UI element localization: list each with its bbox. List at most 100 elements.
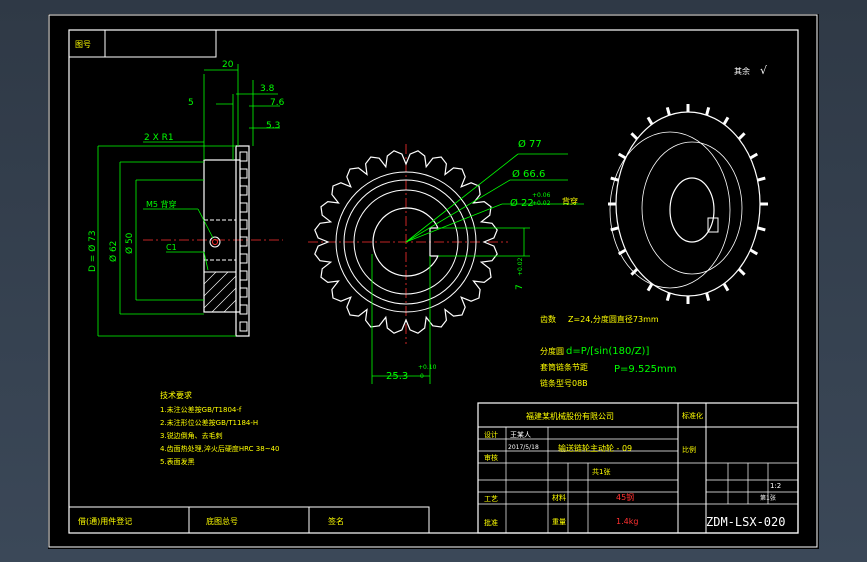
dim-key-width: 7	[515, 284, 525, 290]
top-left-code-box: 图号	[68, 29, 217, 58]
dim-d22-tol-low: +0.02	[532, 200, 551, 207]
material-value: 45钢	[616, 492, 634, 502]
sheet-value: 第1张	[760, 494, 776, 502]
dim-7-6: 7.6	[270, 98, 285, 108]
iso-tooth	[722, 116, 730, 126]
front-view: Ø 77 Ø 66.6 Ø 22 +0.06 +0.02 背穿 7 +0.02 …	[308, 138, 584, 384]
drawing-number: ZDM-LSX-020	[706, 515, 785, 529]
dim-d22: Ø 22	[510, 197, 534, 209]
company-name: 福建某机械股份有限公司	[526, 411, 614, 421]
chain-label: 链条型号08B	[540, 378, 588, 388]
iso-tooth	[757, 226, 766, 232]
dim-d22-note: 背穿	[562, 196, 578, 206]
dim-d66-6: Ø 66.6	[512, 168, 545, 180]
side-tooth	[239, 321, 248, 332]
teeth-text: Z=24,分度圆直径73mm	[568, 314, 659, 324]
side-tooth	[239, 253, 248, 264]
side-tooth	[239, 151, 248, 162]
pitch-formula: d=P/[sin(180/Z)]	[566, 346, 649, 357]
outer-frame	[48, 14, 818, 548]
part-name: 输送链轮主动轮 - 09	[558, 443, 632, 453]
dim-d62: Ø 62	[108, 241, 119, 262]
dim-d77: Ø 77	[518, 138, 542, 150]
bottom-left-boxes: 借(通)用件登记 底图总号 签名	[68, 506, 430, 534]
pitch-circle-label: 分度圆	[540, 346, 564, 356]
sprocket-outline	[314, 150, 498, 334]
iso-tooth	[630, 132, 639, 140]
dim-key-depth-tol-low: 0	[420, 373, 424, 380]
iso-tooth	[737, 132, 746, 140]
title-block: 福建某机械股份有限公司 标准化 设计 王某人 2017/5	[477, 402, 799, 534]
gear-notes: 齿数 Z=24,分度圆直径73mm 分度圆 d=P/[sin(180/Z)] 套…	[540, 314, 677, 388]
side-tooth	[239, 219, 248, 230]
iso-tooth	[617, 152, 627, 160]
dim-key-tol: +0.02	[517, 257, 524, 276]
isometric-teeth	[608, 104, 768, 304]
roughness-label: 其余	[734, 66, 750, 76]
dim-key-depth-tol-up: +0.10	[418, 364, 437, 371]
scale-label: 比例	[682, 445, 696, 454]
side-tooth	[239, 168, 248, 179]
iso-tooth	[749, 248, 759, 256]
dim-c1: C1	[166, 243, 177, 252]
tech-requirements: 技术要求 1.未注公差按GB/T1804-f 2.未注形位公差按GB/T1184…	[160, 390, 279, 466]
process-label: 工艺	[484, 495, 498, 503]
tech-item: 3.锐边倒角、去毛刺	[160, 431, 223, 440]
iso-tooth	[749, 152, 759, 160]
check-label: 审核	[484, 453, 498, 462]
sheet-label: 共1张	[592, 467, 610, 476]
bl-label-3: 签名	[328, 516, 344, 526]
iso-tooth	[737, 268, 746, 276]
dim-3-8: 3.8	[260, 84, 275, 94]
iso-tooth	[610, 226, 619, 232]
tech-item: 5.表面发黑	[160, 457, 195, 466]
side-tooth	[239, 236, 248, 247]
iso-tooth	[630, 268, 639, 276]
weight-label: 重量	[552, 518, 566, 526]
cad-drawing: 图号 其余 √	[48, 14, 818, 548]
drawing-sheet: 图号 其余 √	[48, 14, 819, 549]
bl-label-2: 底图总号	[206, 516, 238, 526]
iso-tooth	[610, 176, 619, 182]
iso-tooth	[617, 248, 627, 256]
code-label: 图号	[75, 40, 91, 49]
scale-value: 1:2	[770, 482, 781, 490]
pitch-value: P=9.525mm	[614, 364, 677, 375]
iso-tooth	[646, 282, 654, 292]
side-tooth	[239, 304, 248, 315]
inner-frame	[68, 29, 799, 534]
iso-tooth	[646, 116, 654, 126]
teeth-label: 齿数	[540, 314, 556, 324]
weight-value: 1.4kg	[616, 517, 638, 526]
dim-screw: M5 背穿	[146, 199, 177, 209]
side-tooth	[239, 185, 248, 196]
bl-label-1: 借(通)用件登记	[78, 516, 132, 526]
dim-d50: Ø 50	[124, 232, 135, 254]
chain-pitch-label: 套筒链条节距	[540, 362, 588, 372]
side-tooth	[239, 202, 248, 213]
iso-tooth	[705, 292, 711, 301]
std-label: 标准化	[682, 411, 703, 420]
dim-5-3: 5.3	[266, 121, 280, 131]
tech-item: 2.未注形位公差按GB/T1184-H	[160, 418, 258, 427]
drawn-by: 王某人	[510, 431, 531, 439]
iso-tooth	[757, 176, 766, 182]
dim-key-depth: 25.3	[386, 371, 408, 382]
drawn-date: 2017/5/18	[508, 444, 539, 451]
side-tooth	[239, 287, 248, 298]
dim-d22-tol-up: +0.06	[532, 192, 551, 199]
keyed-bore	[372, 207, 439, 277]
iso-tooth	[722, 282, 730, 292]
approve-label: 批准	[484, 518, 498, 527]
side-view-teeth	[239, 151, 248, 332]
drawn-label: 设计	[484, 430, 498, 439]
dim-chamfer: 2 X R1	[144, 133, 174, 143]
tech-title: 技术要求	[160, 390, 192, 400]
iso-tooth	[705, 107, 711, 116]
iso-tooth	[665, 107, 671, 116]
tech-item: 4.齿面热处理,淬火后硬度HRC 38~40	[160, 444, 279, 453]
dim-20: 20	[222, 60, 234, 70]
iso-tooth	[665, 292, 671, 301]
roughness-symbol-icon: √	[760, 64, 768, 77]
side-view: 20 3.8 7.6 5 5.3 2 X R1 M5 背穿 C1 D = Ø 7…	[87, 60, 285, 337]
